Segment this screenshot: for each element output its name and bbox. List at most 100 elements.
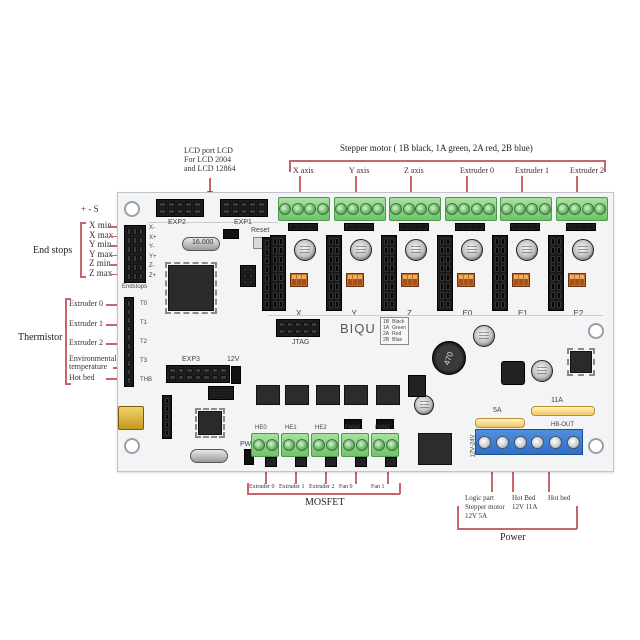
terminal-screw[interactable] (513, 203, 526, 215)
power-screw[interactable] (566, 435, 580, 449)
terminal-screw[interactable] (372, 203, 385, 215)
endstop-header[interactable] (124, 225, 146, 283)
terminal-screw[interactable] (312, 439, 325, 451)
terminal-screw[interactable] (334, 203, 347, 215)
terminal-screw[interactable] (316, 203, 329, 215)
terminal-screw[interactable] (569, 203, 582, 215)
pin (457, 226, 462, 228)
microstep-dip-switch[interactable] (290, 273, 308, 287)
terminal-screw[interactable] (252, 439, 265, 451)
terminal-screw[interactable] (402, 203, 415, 215)
terminal-screw[interactable] (359, 203, 372, 215)
mosfet-terminal[interactable] (371, 433, 399, 457)
isp-header[interactable] (240, 265, 256, 287)
power-screw[interactable] (478, 435, 492, 449)
stepper-motor-terminal[interactable] (389, 197, 441, 221)
terminal-screw[interactable] (556, 203, 569, 215)
exp1-header[interactable] (220, 199, 268, 217)
v12-jumper[interactable] (231, 366, 241, 384)
terminal-screw[interactable] (445, 203, 458, 215)
mosfet-terminal[interactable] (251, 433, 279, 457)
terminal-screw[interactable] (526, 203, 539, 215)
power-jumper[interactable] (223, 229, 239, 239)
microstep-dip-switch[interactable] (512, 273, 530, 287)
microstep-dip-switch[interactable] (567, 273, 586, 287)
usb-side-socket[interactable] (162, 395, 172, 439)
stepper-motor-terminal[interactable] (555, 197, 608, 221)
power-terminal-block[interactable] (475, 429, 583, 455)
microstep-dip-switch[interactable] (401, 273, 419, 287)
terminal-screw[interactable] (282, 439, 295, 451)
terminal-screw[interactable] (458, 203, 471, 215)
terminal-screw[interactable] (304, 203, 317, 215)
power-screw[interactable] (548, 435, 562, 449)
stepper-motor-terminal[interactable] (444, 197, 497, 221)
motor-pin-header[interactable] (510, 223, 540, 231)
motor-pin-header[interactable] (399, 223, 429, 231)
pwr-jumper[interactable] (244, 449, 254, 465)
aux-socket[interactable] (262, 237, 272, 311)
terminal-screw[interactable] (291, 203, 304, 215)
terminal-screw[interactable] (483, 203, 496, 215)
driver-socket[interactable] (436, 235, 453, 311)
stepper-silk-label: Z (407, 309, 412, 318)
driver-socket[interactable] (325, 235, 342, 311)
mosfet-terminal[interactable] (281, 433, 309, 457)
terminal-screw[interactable] (594, 203, 607, 215)
serial-header[interactable] (208, 386, 234, 400)
driver-socket[interactable] (270, 235, 286, 311)
stepper-motor-terminal[interactable] (278, 197, 330, 221)
power-screw[interactable] (513, 435, 527, 449)
terminal-screw[interactable] (538, 203, 551, 215)
motor-pin-header[interactable] (288, 223, 318, 231)
driver-capacitor (571, 239, 594, 261)
power-screw[interactable] (531, 435, 545, 449)
fan0-jumper[interactable] (344, 419, 362, 429)
endstops-bracket-line (80, 222, 82, 277)
motor-pin-header[interactable] (565, 223, 596, 231)
mosfet-terminal[interactable] (311, 433, 339, 457)
mosfet-terminal[interactable] (341, 433, 369, 457)
terminal-screw[interactable] (347, 203, 360, 215)
microstep-dip-switch[interactable] (456, 273, 475, 287)
thermistor-bracket-line (65, 298, 67, 384)
terminal-screw[interactable] (295, 439, 308, 451)
hotbed-out-silk: HB-OUT (551, 422, 574, 428)
power-screw[interactable] (495, 435, 509, 449)
terminal-screw[interactable] (342, 439, 355, 451)
terminal-screw[interactable] (265, 439, 278, 451)
exp3-header[interactable] (166, 365, 230, 383)
terminal-screw[interactable] (501, 203, 514, 215)
terminal-screw[interactable] (427, 203, 440, 215)
microstep-dip-switch[interactable] (345, 273, 364, 287)
terminal-screw[interactable] (355, 439, 368, 451)
terminal-screw[interactable] (581, 203, 594, 215)
endstop-silk-label: Z- (149, 263, 155, 269)
stepper-silk-label: X (296, 309, 302, 318)
terminal-screw[interactable] (325, 439, 338, 451)
terminal-screw[interactable] (372, 439, 385, 451)
driver-socket[interactable] (547, 235, 564, 311)
pin (291, 226, 296, 228)
motor-pin-header[interactable] (454, 223, 485, 231)
terminal-screw[interactable] (385, 439, 398, 451)
stepper-motor-terminal[interactable] (333, 197, 386, 221)
socket-hole (273, 256, 277, 263)
motor-pin-header[interactable] (343, 223, 374, 231)
driver-socket[interactable] (381, 235, 397, 311)
endstop-label: Z min (89, 258, 111, 268)
jtag-header[interactable] (276, 319, 320, 337)
usb-port[interactable] (118, 406, 144, 430)
terminal-screw[interactable] (279, 203, 292, 215)
terminal-screw[interactable] (470, 203, 483, 215)
stepper-motor-terminal[interactable] (500, 197, 552, 221)
driver-socket[interactable] (492, 235, 508, 311)
socket-hole (273, 247, 277, 254)
fan1-jumper[interactable] (376, 419, 394, 429)
thermistor-header[interactable] (124, 297, 134, 387)
terminal-screw[interactable] (390, 203, 403, 215)
stepper-axis-label: Extruder 0 (460, 166, 494, 175)
exp2-header[interactable] (156, 199, 204, 217)
terminal-screw[interactable] (415, 203, 428, 215)
